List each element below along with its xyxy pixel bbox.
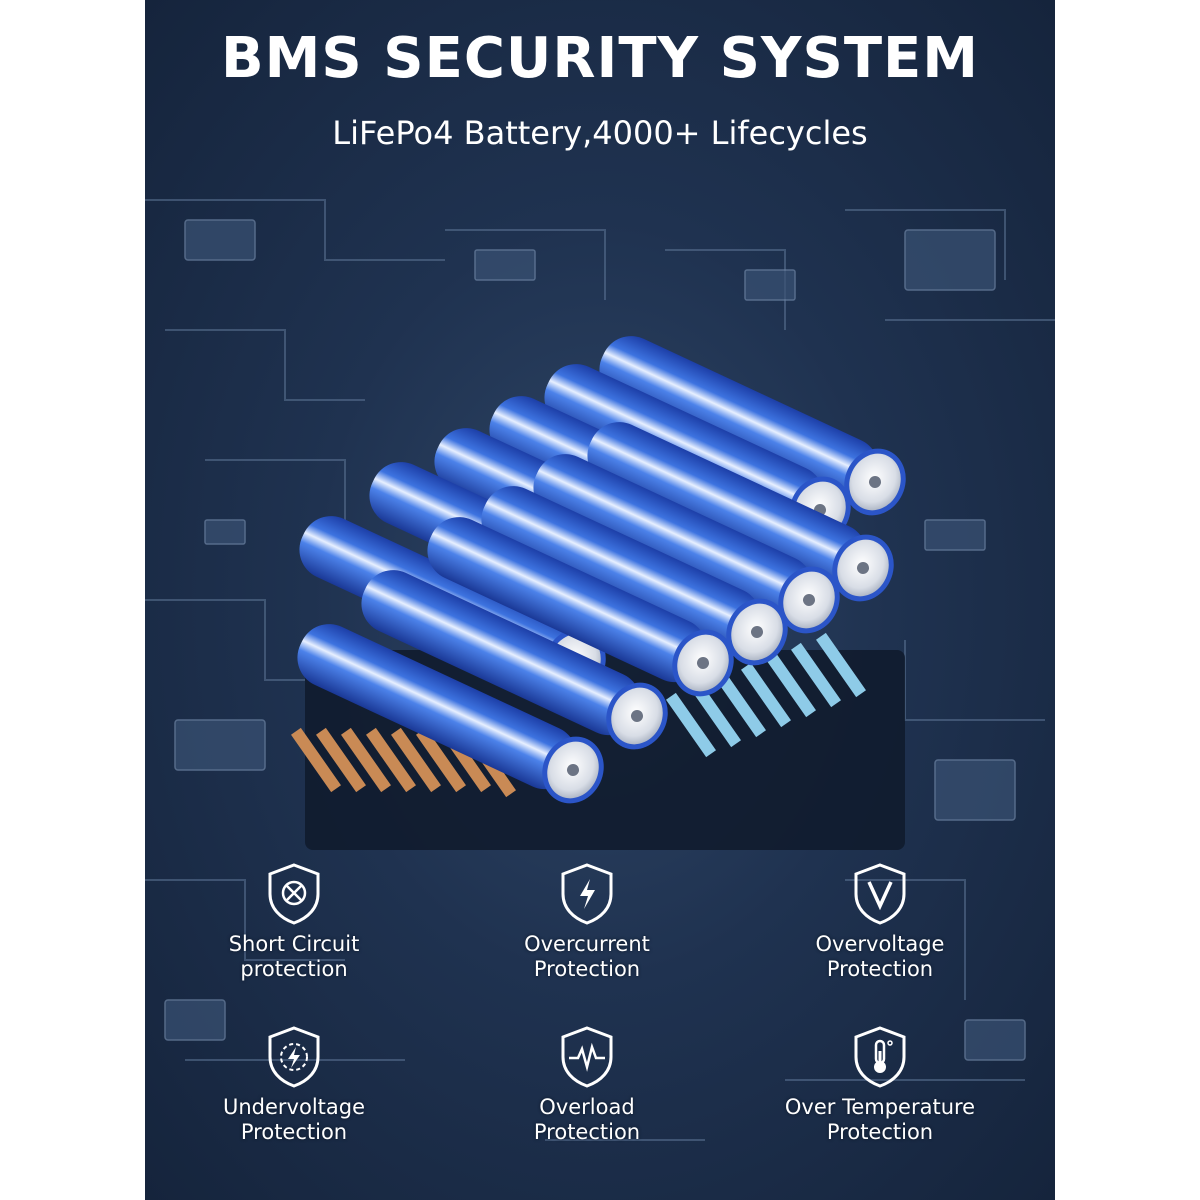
feature-undervoltage: Undervoltage Protection bbox=[154, 1025, 434, 1145]
feature-label-line2: Protection bbox=[533, 957, 641, 981]
overvoltage-shield-icon bbox=[854, 863, 906, 925]
feature-over-temperature: Over Temperature Protection bbox=[740, 1025, 1020, 1145]
page-subtitle: LiFePo4 Battery,4000+ Lifecycles bbox=[332, 114, 868, 152]
feature-label-line2: Protection bbox=[533, 1120, 641, 1144]
circuit-board-background bbox=[145, 199, 1055, 1141]
feature-label-line1: Overcurrent bbox=[524, 932, 650, 956]
undervoltage-shield-icon bbox=[268, 1026, 320, 1088]
battery-pack-illustration bbox=[286, 330, 917, 850]
feature-label-line1: Overload bbox=[539, 1095, 635, 1119]
feature-label-line1: Overvoltage bbox=[815, 932, 945, 956]
feature-label-line1: Short Circuit bbox=[228, 932, 360, 956]
short-circuit-shield-icon bbox=[268, 863, 320, 925]
overcurrent-shield-icon bbox=[561, 863, 613, 925]
feature-label-line1: Over Temperature bbox=[784, 1095, 976, 1119]
page-title: BMS SECURITY SYSTEM bbox=[221, 26, 979, 91]
feature-label-line2: Protection bbox=[826, 1120, 934, 1144]
feature-overvoltage: Overvoltage Protection bbox=[740, 862, 1020, 982]
overload-shield-icon bbox=[561, 1026, 613, 1088]
product-banner: BMS SECURITY SYSTEM LiFePo4 Battery,4000… bbox=[145, 0, 1055, 1200]
feature-label-line2: Protection bbox=[826, 957, 934, 981]
feature-label-line1: Undervoltage bbox=[222, 1095, 366, 1119]
feature-overload: Overload Protection bbox=[447, 1025, 727, 1145]
feature-label-line2: protection bbox=[240, 957, 348, 981]
feature-label-line2: Protection bbox=[240, 1120, 348, 1144]
feature-short-circuit: Short Circuit protection bbox=[154, 862, 434, 982]
feature-overcurrent: Overcurrent Protection bbox=[447, 862, 727, 982]
over-temperature-shield-icon bbox=[854, 1026, 906, 1088]
